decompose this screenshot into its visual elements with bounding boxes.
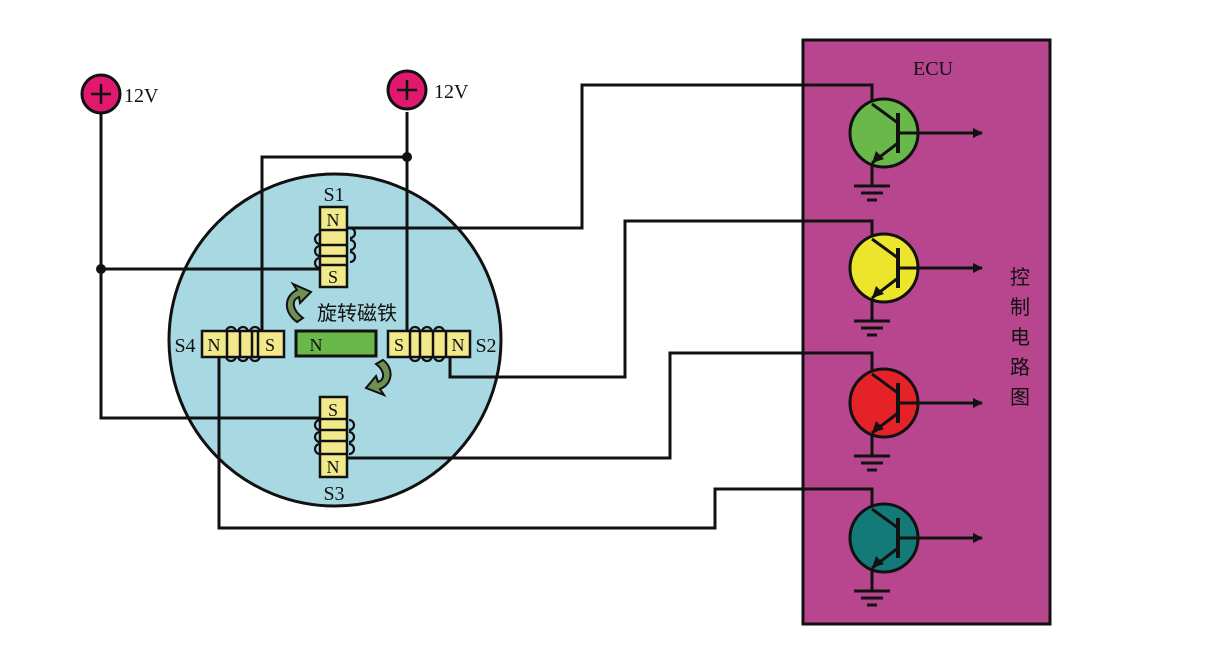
ecu-side-label-char: 电 [1010, 325, 1030, 349]
pole-label: N [327, 457, 340, 477]
power-source-right: 12V [386, 69, 469, 111]
junction-dot [402, 152, 412, 162]
stator-core [318, 205, 349, 289]
stator-core [200, 329, 286, 359]
ecu-side-label-char: 路 [1010, 355, 1030, 379]
ecu-side-label: 控 制 电 路 图 [1010, 265, 1030, 409]
pole-label: S [328, 267, 338, 287]
transistor-2 [848, 232, 983, 337]
collector-line [871, 372, 899, 395]
ecu-side-label-char: 图 [1010, 385, 1030, 409]
wire-right-power-s4-s2 [260, 155, 409, 343]
stator-label: S2 [475, 335, 496, 357]
rotation-arrow-icon [285, 281, 313, 324]
pole-label: N [208, 335, 221, 355]
stator-core [386, 329, 472, 359]
plus-icon [91, 84, 111, 104]
ground-icon [854, 163, 890, 202]
ecu-title: ECU [913, 58, 954, 80]
plus-icon [397, 80, 417, 100]
wire-s2-transistor2 [448, 219, 874, 379]
coil-winding [408, 325, 446, 363]
ecu-box [801, 38, 1052, 626]
pole-label: N [327, 210, 340, 230]
emitter-arrow-icon [872, 421, 884, 433]
rotor-bar [294, 329, 378, 358]
ground-icon [854, 568, 890, 607]
wiring [96, 83, 874, 530]
voltage-label: 12V [434, 81, 469, 103]
stator-label: S3 [323, 483, 344, 505]
junction-dot [96, 264, 106, 274]
ecu-side-label-char: 制 [1010, 295, 1030, 319]
coil-winding [313, 418, 356, 456]
stator-label: S1 [323, 184, 344, 206]
collector-line [871, 507, 899, 530]
transistor-4 [848, 502, 983, 607]
stator-core [318, 395, 349, 479]
voltage-label: 12V [124, 85, 159, 107]
pole-label: S [328, 400, 338, 420]
rotation-arrow-icon [364, 358, 392, 398]
stator-s2: S N S2 [386, 325, 497, 363]
wire-left-power-s3 [99, 112, 333, 420]
stator-s4: N S S4 [174, 325, 286, 363]
collector-line [871, 237, 899, 260]
coil-winding [313, 226, 357, 270]
rotor-label: 旋转磁铁 [317, 301, 397, 325]
rotor-magnet: N 旋转磁铁 [285, 281, 397, 398]
transistor-1 [848, 97, 983, 202]
pole-label: S [394, 335, 404, 355]
wire-s4-transistor4 [217, 355, 874, 530]
ground-icon [854, 298, 890, 337]
rotor-pole-label: N [310, 335, 323, 355]
transistor-group [848, 97, 983, 607]
collector-line [871, 102, 899, 125]
pole-label: N [452, 335, 465, 355]
pole-label: S [265, 335, 275, 355]
wire-s1-transistor1 [333, 83, 874, 230]
emitter-arrow-icon [872, 151, 884, 163]
stator-s3: S N S3 [313, 395, 356, 505]
coil-winding [224, 325, 262, 363]
stator-s1: N S S1 [313, 184, 357, 289]
stator-label: S4 [174, 335, 195, 357]
ground-icon [854, 433, 890, 472]
wire-s3-transistor3 [333, 351, 874, 460]
power-source-left: 12V [80, 73, 159, 115]
transistor-3 [848, 367, 983, 472]
emitter-arrow-icon [872, 556, 884, 568]
emitter-arrow-icon [872, 286, 884, 298]
ecu-side-label-char: 控 [1010, 265, 1030, 289]
